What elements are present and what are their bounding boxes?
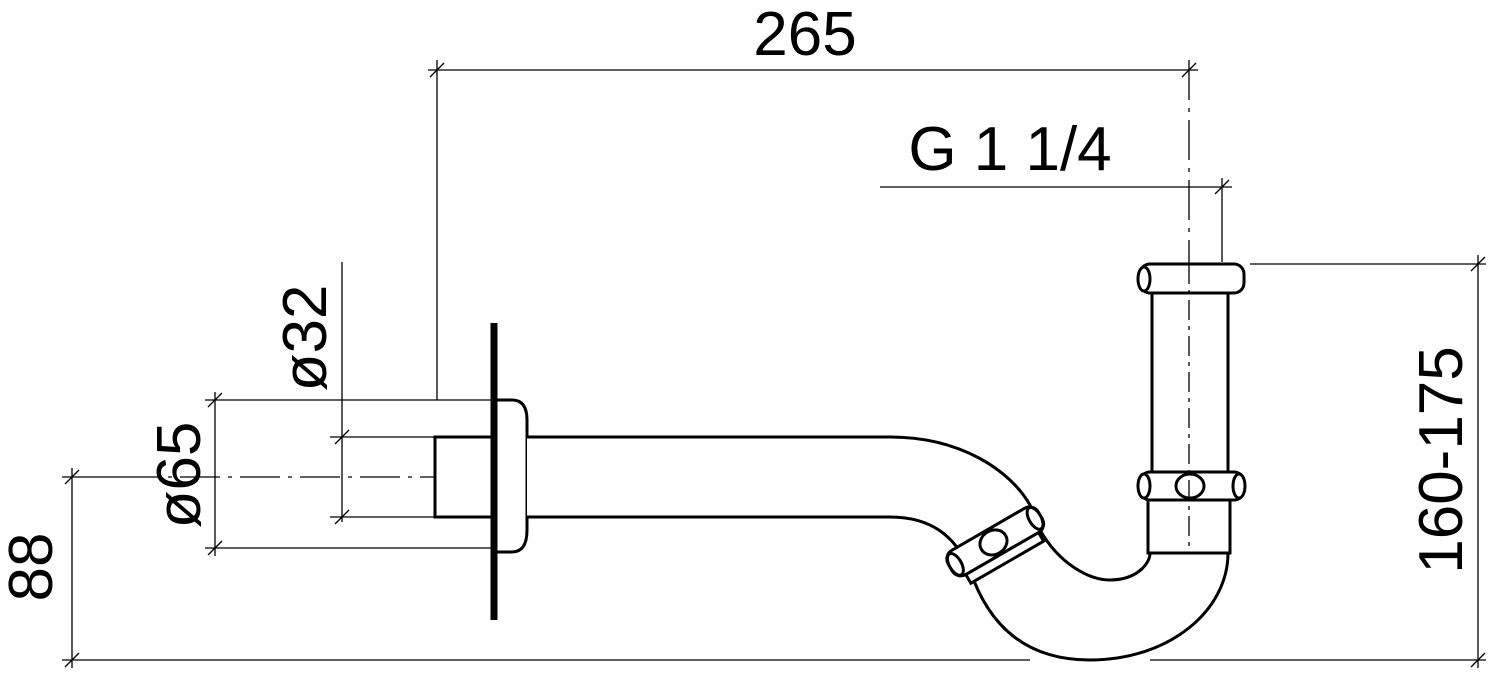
top-nut <box>1138 262 1246 295</box>
rosette <box>492 398 529 554</box>
trap-pipe <box>527 435 1230 662</box>
dim-265: 265 <box>753 0 856 69</box>
dim-88: 88 <box>0 533 66 602</box>
dimension-lines <box>62 60 1486 668</box>
dim-32: ø32 <box>271 285 340 392</box>
siphon <box>433 262 1247 662</box>
angled-nut <box>945 505 1046 586</box>
vertical-pipe <box>1150 291 1230 475</box>
dim-65: ø65 <box>145 422 214 529</box>
wall-stub <box>433 435 497 519</box>
dim-thread: G 1 1/4 <box>908 115 1111 184</box>
dim-height-range: 160-175 <box>1407 346 1476 574</box>
